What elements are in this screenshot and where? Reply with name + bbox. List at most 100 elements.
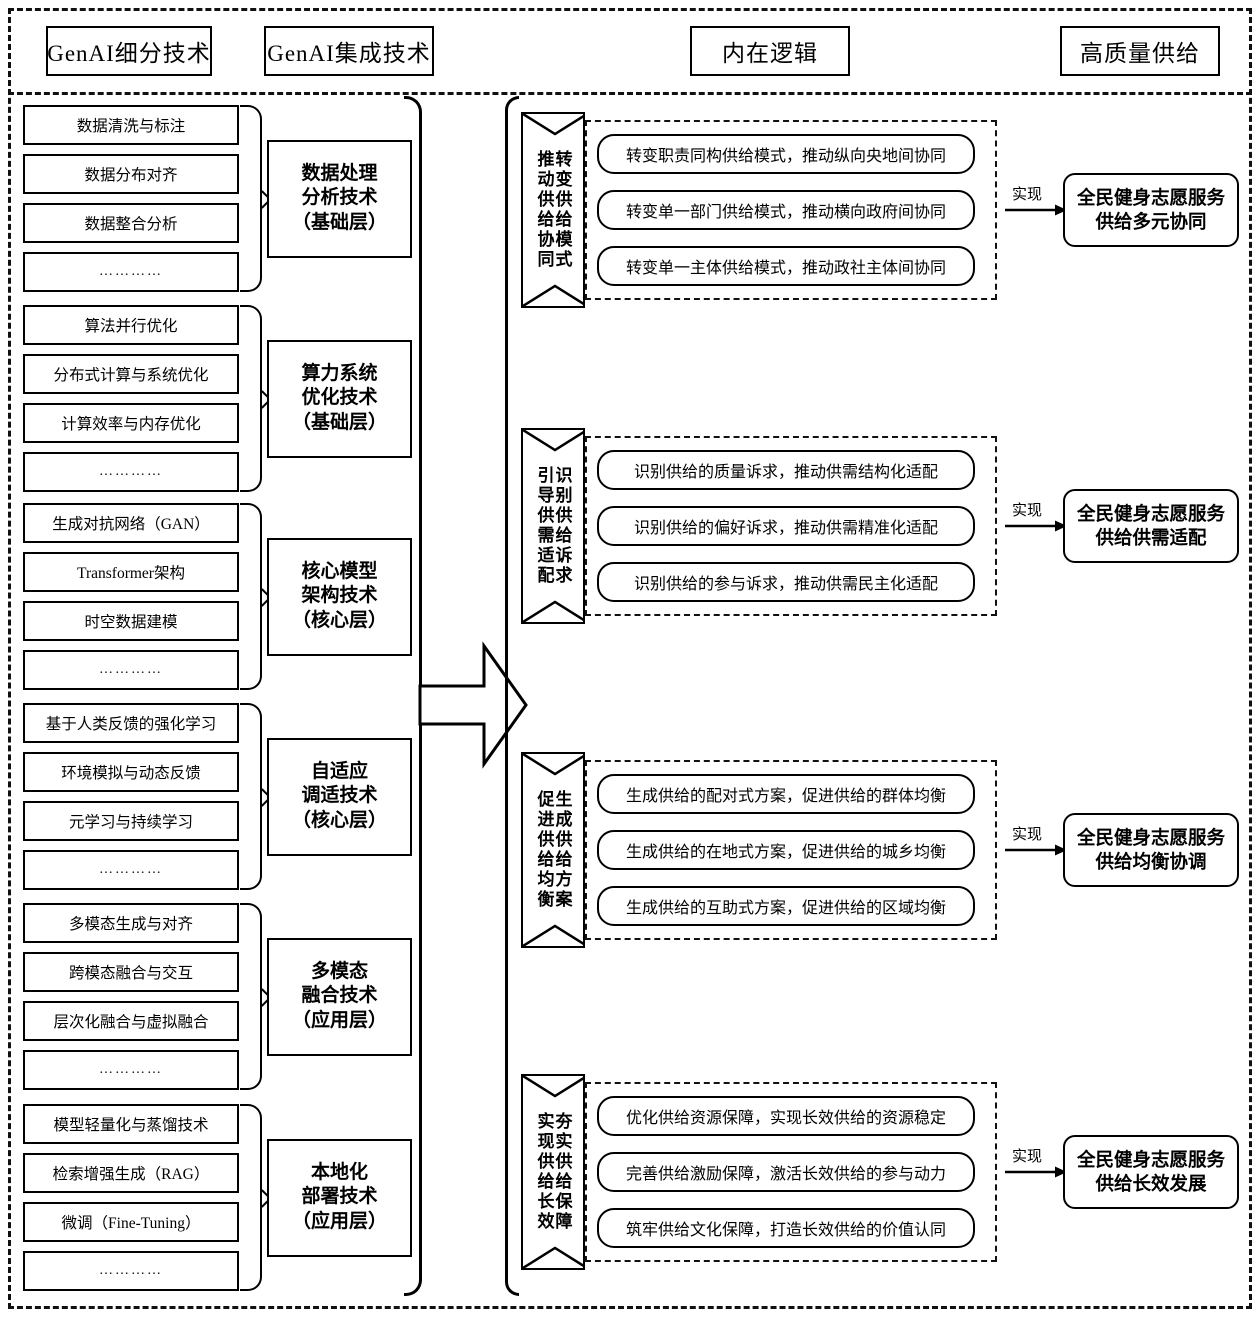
logic-items-dashed-group — [585, 1082, 997, 1262]
integrated-tech-label: 优化技术 — [301, 387, 378, 409]
logic-item-pill: 生成供给的配对式方案，促进供给的群体均衡 — [597, 774, 975, 814]
logic-item-pill: 生成供给的在地式方案，促进供给的城乡均衡 — [597, 830, 975, 870]
ribbon-label-left: 夯实供给保障 — [552, 1112, 572, 1232]
header-label: 内在逻辑 — [722, 41, 818, 66]
ribbon-label-right: 促进供给均衡 — [534, 790, 554, 910]
fine-grained-tech-box: 基于人类反馈的强化学习 — [23, 703, 239, 743]
ribbon-bottom-notch-icon — [523, 600, 583, 622]
logic-stage-ribbon: 识别供给诉求引导供需适配 — [521, 428, 585, 624]
logic-item-pill: 完善供给激励保障，激活长效供给的参与动力 — [597, 1152, 975, 1192]
ribbon-top-notch-icon — [523, 1076, 583, 1098]
integrated-tech-box: 自适应调适技术（核心层） — [267, 737, 412, 856]
outcome-label: 供给供需适配 — [1095, 527, 1207, 548]
outcome-label: 全民健身志愿服务 — [1076, 186, 1225, 208]
outcome-label: 全民健身志愿服务 — [1076, 826, 1225, 848]
group-brace — [240, 1104, 262, 1291]
fine-grained-tech-box: ………… — [23, 252, 239, 292]
outcome-label: 供给均衡协调 — [1095, 851, 1207, 872]
integrated-tech-box: 核心模型架构技术（核心层） — [267, 537, 412, 656]
integrated-tech-label: 数据处理 — [301, 163, 378, 185]
relation-arrow-icon — [1005, 201, 1067, 224]
relation-label: 实现 — [1012, 1148, 1043, 1165]
relation-arrow-icon — [1005, 517, 1067, 540]
logic-stage-ribbon: 生成供给方案促进供给均衡 — [521, 752, 585, 948]
integrated-tech-box: 数据处理分析技术（基础层） — [267, 139, 412, 258]
logic-column-spine — [505, 96, 519, 1296]
integrated-tech-label: 算力系统 — [301, 363, 378, 385]
group-brace — [240, 503, 262, 690]
column-header-genai-integrated: GenAI集成技术 — [264, 26, 434, 76]
fine-grained-tech-box: ………… — [23, 1050, 239, 1090]
integrated-tech-box: 算力系统优化技术（基础层） — [267, 339, 412, 458]
ribbon-label-right: 引导供需适配 — [534, 466, 554, 586]
integrated-tech-label: 调适技术 — [301, 785, 378, 807]
outcome-label: 供给长效发展 — [1095, 1173, 1207, 1194]
logic-item-pill: 生成供给的互助式方案，促进供给的区域均衡 — [597, 886, 975, 926]
integrated-tech-label: 本地化 — [310, 1162, 368, 1184]
ribbon-top-notch-icon — [523, 114, 583, 136]
relation-label: 实现 — [1012, 826, 1043, 843]
fine-grained-tech-box: ………… — [23, 850, 239, 890]
outcome-label: 供给多元协同 — [1095, 211, 1207, 232]
logic-item-pill: 筑牢供给文化保障，打造长效供给的价值认同 — [597, 1208, 975, 1248]
group-brace — [240, 105, 262, 292]
fine-grained-tech-box: 算法并行优化 — [23, 305, 239, 345]
integrated-tech-label: （应用层） — [291, 1210, 387, 1232]
logic-item-pill: 转变单一部门供给模式，推动横向政府间协同 — [597, 190, 975, 230]
group-brace — [240, 305, 262, 492]
integrated-tech-label: （基础层） — [291, 211, 387, 233]
header-label: GenAI集成技术 — [267, 41, 431, 66]
column-header-high-quality-supply: 高质量供给 — [1060, 26, 1220, 76]
outcome-label: 全民健身志愿服务 — [1076, 1148, 1225, 1170]
integrated-tech-label: （核心层） — [291, 609, 387, 631]
logic-stage-ribbon: 转变供给模式推动供给协同 — [521, 112, 585, 308]
integrated-tech-box: 本地化部署技术（应用层） — [267, 1138, 412, 1257]
relation-arrow-icon — [1005, 841, 1067, 864]
outcome-box: 全民健身志愿服务供给多元协同 — [1063, 173, 1239, 247]
relation-label: 实现 — [1012, 502, 1043, 519]
integrated-tech-label: 架构技术 — [301, 585, 378, 607]
integrated-tech-label: 核心模型 — [301, 561, 378, 583]
relation-arrow-icon — [1005, 1163, 1067, 1186]
integrated-tech-label: （核心层） — [291, 809, 387, 831]
fine-grained-tech-box: 计算效率与内存优化 — [23, 403, 239, 443]
logic-items-dashed-group — [585, 120, 997, 300]
integrated-tech-label: （基础层） — [291, 411, 387, 433]
column-header-genai-subdivided: GenAI细分技术 — [46, 26, 212, 76]
integrated-tech-label: 自适应 — [310, 761, 368, 783]
ribbon-label-right: 推动供给协同 — [534, 150, 554, 270]
relation-label: 实现 — [1012, 186, 1043, 203]
fine-grained-tech-box: 生成对抗网络（GAN） — [23, 503, 239, 543]
fine-grained-tech-box: ………… — [23, 1251, 239, 1291]
logic-item-pill: 优化供给资源保障，实现长效供给的资源稳定 — [597, 1096, 975, 1136]
integrated-tech-label: 多模态 — [310, 961, 368, 983]
header-label: GenAI细分技术 — [47, 41, 211, 66]
outer-dashed-frame — [8, 8, 1252, 1309]
ribbon-label-right: 实现供给长效 — [534, 1112, 554, 1232]
integrated-tech-label: 分析技术 — [301, 187, 378, 209]
ribbon-label-left: 生成供给方案 — [552, 790, 572, 910]
logic-item-pill: 识别供给的偏好诉求，推动供需精准化适配 — [597, 506, 975, 546]
ribbon-label-left: 转变供给模式 — [552, 150, 572, 270]
outcome-box: 全民健身志愿服务供给均衡协调 — [1063, 813, 1239, 887]
fine-grained-tech-box: 数据清洗与标注 — [23, 105, 239, 145]
fine-grained-tech-box: 跨模态融合与交互 — [23, 952, 239, 992]
ribbon-bottom-notch-icon — [523, 284, 583, 306]
group-brace — [240, 903, 262, 1090]
fine-grained-tech-box: 微调（Fine-Tuning） — [23, 1202, 239, 1242]
integrated-tech-label: 融合技术 — [301, 985, 378, 1007]
outcome-box: 全民健身志愿服务供给长效发展 — [1063, 1135, 1239, 1209]
ribbon-top-notch-icon — [523, 430, 583, 452]
fine-grained-tech-box: Transformer架构 — [23, 552, 239, 592]
group-brace — [240, 703, 262, 890]
fine-grained-tech-box: 环境模拟与动态反馈 — [23, 752, 239, 792]
outcome-label: 全民健身志愿服务 — [1076, 502, 1225, 524]
header-label: 高质量供给 — [1080, 41, 1200, 66]
logic-item-pill: 转变职责同构供给模式，推动纵向央地间协同 — [597, 134, 975, 174]
integrated-tech-label: 部署技术 — [301, 1186, 378, 1208]
fine-grained-tech-box: 数据整合分析 — [23, 203, 239, 243]
logic-item-pill: 识别供给的质量诉求，推动供需结构化适配 — [597, 450, 975, 490]
fine-grained-tech-box: ………… — [23, 650, 239, 690]
logic-items-dashed-group — [585, 760, 997, 940]
